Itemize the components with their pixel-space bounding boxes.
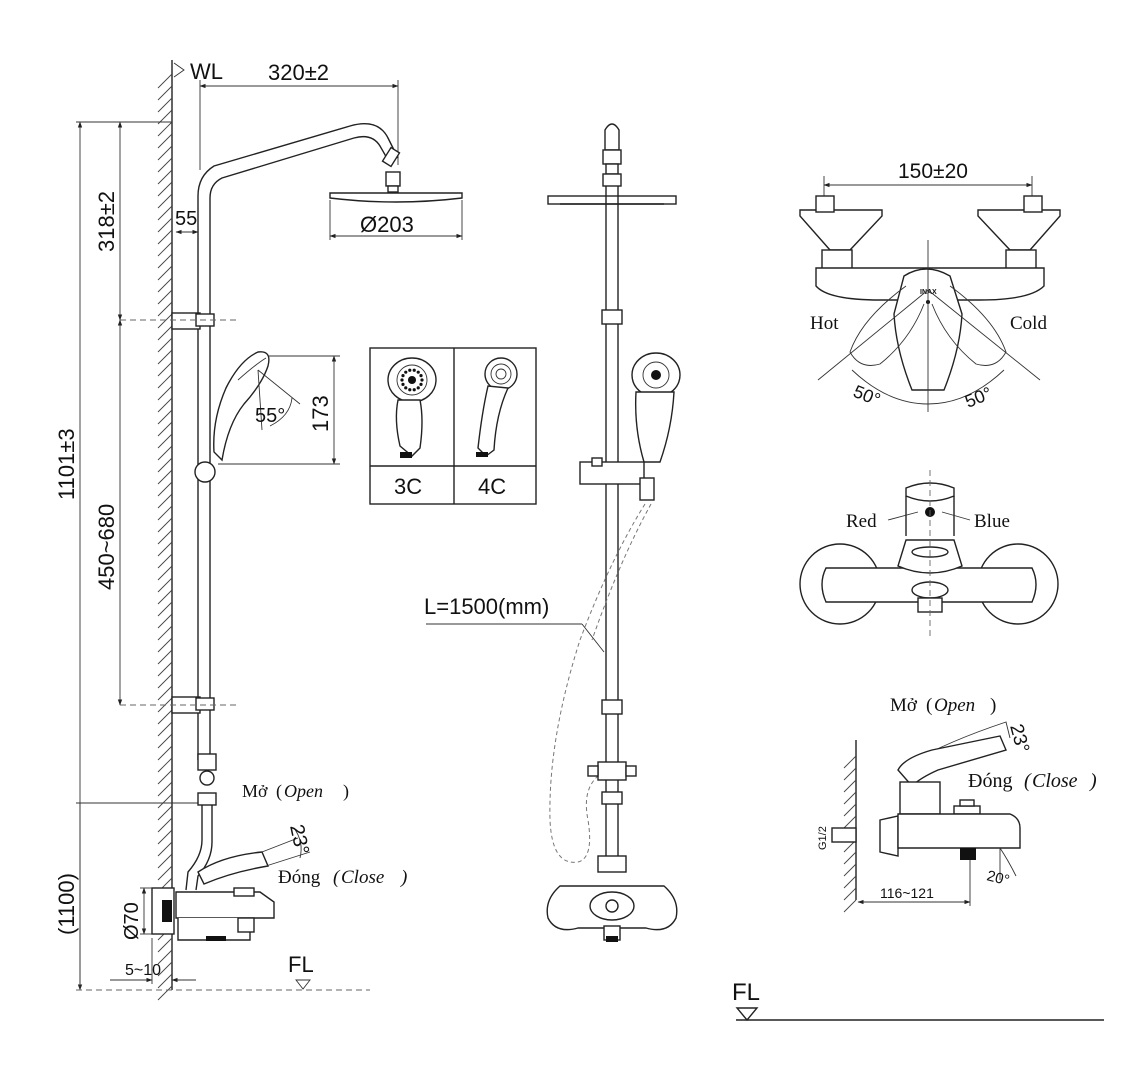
- head-diameter-label: Ø203: [360, 212, 414, 237]
- brand-mark: INAX: [920, 289, 937, 296]
- mixer-height-label: (1100): [54, 873, 79, 935]
- handshower-holder: [194, 461, 216, 483]
- floor-marker-icon: [735, 1007, 759, 1022]
- flange-diameter-label: Ø70: [121, 902, 143, 940]
- close-prefix-side: Đóng: [278, 867, 321, 888]
- handshower-side: [213, 351, 270, 462]
- handshower-options-table: 3C 4C: [369, 347, 537, 505]
- mixer-handle-side: [197, 851, 269, 885]
- offset-label: 55: [175, 208, 197, 230]
- handshower-4c-icon: [476, 357, 518, 457]
- hot-label: Hot: [810, 313, 839, 334]
- close-word-side: Close: [341, 867, 384, 888]
- cold-angle-label: 50°: [962, 383, 995, 412]
- center-distance-label: 150±20: [898, 160, 968, 183]
- mixer-body-side-right: [897, 813, 1021, 849]
- close-prefix-right: Đóng: [968, 770, 1012, 792]
- mixer-side: Mở ( Open ) 23° Đóng ( Close ) G1/2 20° …: [817, 695, 1097, 913]
- floor-label-right: FL: [732, 979, 760, 1006]
- cold-label: Cold: [1010, 313, 1047, 334]
- side-view: WL 320±2 Ø203 55: [54, 59, 463, 1001]
- flange-side-right: [879, 815, 899, 857]
- wall-label: WL: [190, 59, 223, 84]
- blue-label: Blue: [974, 511, 1010, 532]
- floor-marker: FL: [732, 979, 1104, 1022]
- rain-head-front: [547, 195, 677, 205]
- arm-length-label: 320±2: [268, 60, 329, 85]
- handle-angle-side-label: 23°: [285, 822, 313, 856]
- hot-angle-label: 50°: [851, 381, 884, 410]
- open-prefix-side: Mở: [242, 781, 268, 801]
- svg-text:(: (: [926, 695, 932, 716]
- wall-gap-label: 5~10: [125, 962, 161, 979]
- handshower-3c-icon: [387, 357, 437, 458]
- hose-length-label: L=1500(mm): [424, 594, 549, 619]
- top-height-label: 318±2: [94, 191, 119, 252]
- left-flange-top: [799, 209, 883, 251]
- hose: [549, 503, 646, 863]
- right-flange-top: [977, 209, 1061, 251]
- option-3c-label: 3C: [394, 474, 422, 499]
- rain-shower-head: [329, 192, 463, 203]
- svg-text:(: (: [276, 781, 282, 802]
- slider-bar: [579, 461, 645, 485]
- length-range-label: 116~121: [880, 885, 934, 901]
- wall-marker-icon: [173, 62, 185, 78]
- floor-marker-side-icon: [295, 979, 311, 990]
- handshower-angle-label: 55°: [255, 405, 285, 427]
- diverter-knob: [199, 770, 215, 786]
- shower-arm: [197, 123, 399, 318]
- thread-size-label: G1/2: [817, 826, 829, 850]
- svg-text:): ): [990, 695, 996, 716]
- svg-text:): ): [1089, 770, 1097, 792]
- open-word-right: Open: [934, 695, 975, 716]
- floor-label-side: FL: [288, 952, 314, 977]
- mixer-body-side: [175, 891, 275, 919]
- red-label: Red: [846, 511, 877, 532]
- front-view: L=1500(mm): [424, 123, 681, 942]
- close-word-right: Close: [1032, 770, 1078, 792]
- top-cap: [604, 123, 620, 151]
- handshower-height-label: 173: [308, 395, 333, 432]
- svg-text:): ): [343, 781, 349, 802]
- diverter-front: [597, 761, 627, 781]
- total-height-label: 1101±3: [54, 428, 79, 500]
- wall-hatch: [157, 73, 173, 1001]
- svg-text:): ): [400, 867, 407, 888]
- open-word-side: Open: [284, 781, 323, 801]
- mixer-front: Red Blue: [799, 470, 1059, 640]
- svg-text:(: (: [1024, 770, 1032, 792]
- open-prefix-right: Mở: [890, 695, 918, 716]
- handle-angle-right-label: 23°: [1005, 722, 1033, 755]
- top-view: 150±20 INAX Hot Cold 50° 50°: [799, 160, 1061, 412]
- svg-text:(: (: [333, 867, 341, 888]
- slide-range-label: 450~680: [94, 504, 119, 590]
- option-4c-label: 4C: [478, 474, 506, 499]
- spout-angle-label: 20°: [985, 867, 1011, 889]
